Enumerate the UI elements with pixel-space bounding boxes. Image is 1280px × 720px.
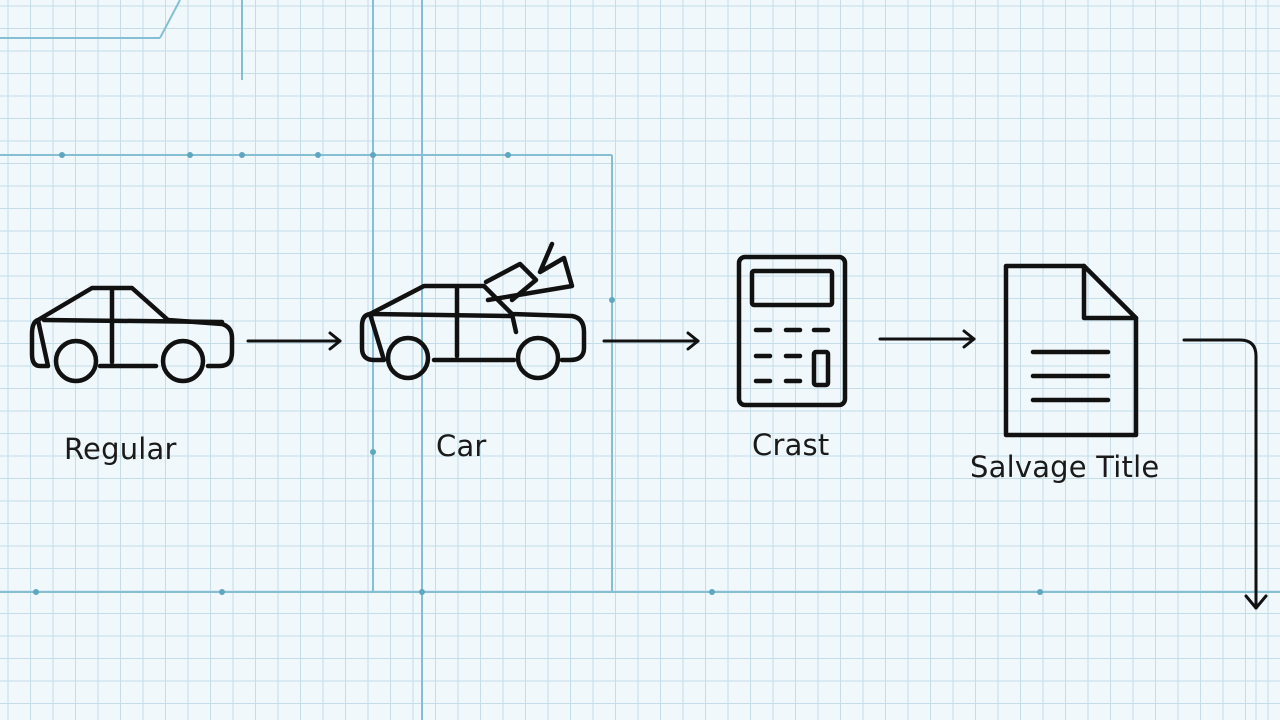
grid-major-line (159, 0, 181, 39)
grid-junction-dot (709, 589, 715, 595)
grid-junction-dot (505, 152, 511, 158)
grid-junction-dot (239, 152, 245, 158)
grid-junction-dot (370, 152, 376, 158)
arrow-right-icon (878, 329, 976, 349)
car-icon (29, 285, 235, 384)
grid-junction-dot (609, 297, 615, 303)
grid-junction-dot (219, 589, 225, 595)
step-label-salvage-title: Salvage Title (970, 450, 1160, 484)
grid-junction-dot (1037, 589, 1043, 595)
grid-junction-dot (59, 152, 65, 158)
document-icon (1003, 263, 1139, 438)
arrow-right-icon (246, 331, 342, 351)
grid-junction-dot (419, 589, 425, 595)
step-label-car: Car (436, 429, 487, 463)
arrow-right-icon (602, 331, 700, 351)
step-label-crast: Crast (752, 428, 830, 462)
grid-junction-dot (315, 152, 321, 158)
calculator-icon (736, 254, 848, 408)
arrow-down-icon (1182, 338, 1268, 610)
grid-junction-dot (33, 589, 39, 595)
step-label-regular: Regular (64, 432, 177, 466)
grid-junction-dot (187, 152, 193, 158)
crashed-car-icon (359, 241, 587, 381)
grid-junction-dot (370, 449, 376, 455)
